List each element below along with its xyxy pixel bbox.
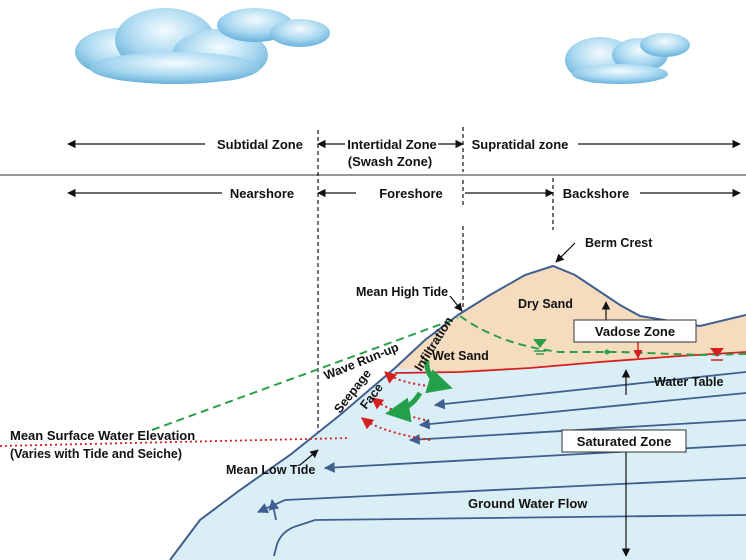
flow-line-1 bbox=[433, 371, 746, 410]
wet-sand-label: Wet Sand bbox=[432, 349, 489, 363]
wave-run-up-line bbox=[151, 317, 459, 431]
infiltration-arrow-2 bbox=[385, 391, 423, 423]
cloud-left-icon bbox=[75, 8, 330, 84]
ground-water-flow-label: Ground Water Flow bbox=[468, 496, 588, 511]
berm-crest-label: Berm Crest bbox=[585, 236, 653, 250]
foreshore-label: Foreshore bbox=[379, 186, 443, 201]
water-level-marker-green-icon bbox=[533, 339, 547, 355]
supratidal-zone-label: Supratidal zone bbox=[472, 137, 569, 152]
flow-line-5 bbox=[257, 477, 746, 513]
mean-surface-water-line bbox=[0, 437, 351, 447]
saturated-zone-box bbox=[561, 429, 687, 453]
swash-zone-label: (Swash Zone) bbox=[348, 154, 433, 169]
cloud-right-icon bbox=[565, 33, 690, 84]
vadose-lower-dot bbox=[604, 349, 610, 355]
flow-line-6-arrow bbox=[268, 498, 280, 521]
mean-low-tide-label: Mean Low Tide bbox=[226, 463, 315, 477]
infiltration-front-line bbox=[459, 315, 746, 357]
subtidal-zone-label: Subtidal Zone bbox=[217, 137, 303, 152]
dry-sand-label: Dry Sand bbox=[518, 297, 573, 311]
intertidal-zone-label: Intertidal Zone bbox=[347, 137, 437, 152]
seepage-arrow-2 bbox=[371, 397, 426, 421]
mean-surface-water-note: (Varies with Tide and Seiche) bbox=[10, 447, 182, 461]
mean-surface-water-label: Mean Surface Water Elevation bbox=[10, 428, 195, 443]
water-table-label: Water Table bbox=[654, 375, 724, 389]
flow-line-2 bbox=[418, 392, 746, 430]
saturated-zone-area bbox=[170, 352, 746, 560]
seepage-arrows bbox=[361, 371, 451, 441]
infiltration-arrows bbox=[385, 359, 453, 423]
saturated-zone-label: Saturated Zone bbox=[577, 434, 672, 449]
water-level-marker-red-icon bbox=[710, 348, 724, 361]
nearshore-label: Nearshore bbox=[230, 186, 294, 201]
beach-profile-line bbox=[169, 264, 746, 560]
mean-high-tide-label: Mean High Tide bbox=[356, 285, 448, 299]
flow-line-6 bbox=[273, 514, 746, 557]
mean-low-tide-pointer bbox=[299, 449, 319, 466]
seepage-arrow-1 bbox=[384, 371, 451, 389]
vadose-zone-box bbox=[573, 319, 697, 343]
backshore-label: Backshore bbox=[563, 186, 629, 201]
vadose-zone-label: Vadose Zone bbox=[595, 324, 675, 339]
mean-high-tide-pointer bbox=[449, 295, 463, 312]
infiltration-arrow-1 bbox=[424, 359, 453, 394]
berm-crest-pointer bbox=[555, 242, 576, 263]
sand-area bbox=[395, 266, 746, 373]
